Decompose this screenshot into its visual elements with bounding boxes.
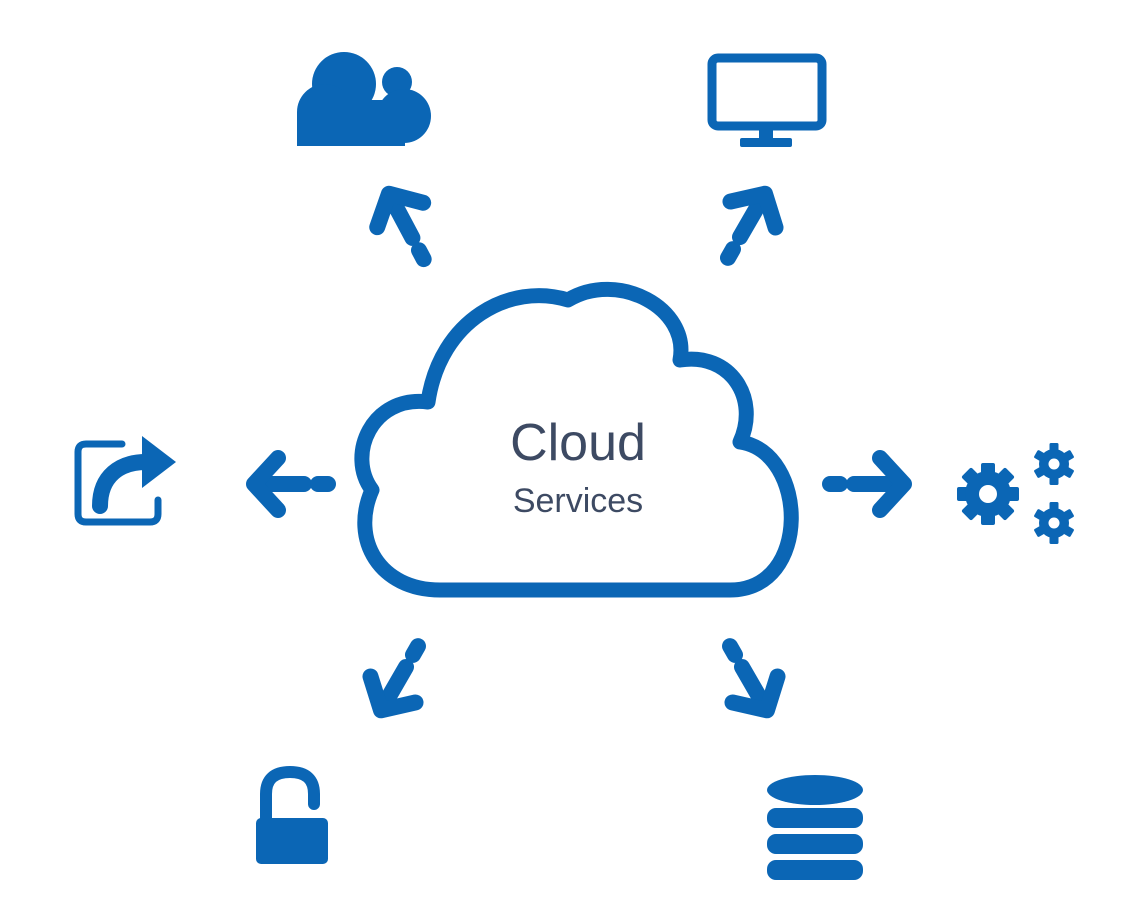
arrow-bottom-left [358,633,440,723]
monitor-icon [707,53,827,147]
unlock-icon [256,765,328,864]
gears-icon [957,443,1074,544]
arrow-top-left [366,182,447,272]
cloud-icon [297,52,431,146]
arrow-left [254,458,328,510]
database-icon [767,775,863,880]
diagram-subtitle: Services [513,482,643,520]
arrow-right [830,458,904,510]
arrow-bottom-right [707,633,789,723]
share-icon [74,436,176,526]
central-cloud [354,282,799,598]
arrow-top-right [705,181,787,271]
diagram-title: Cloud [510,414,646,472]
